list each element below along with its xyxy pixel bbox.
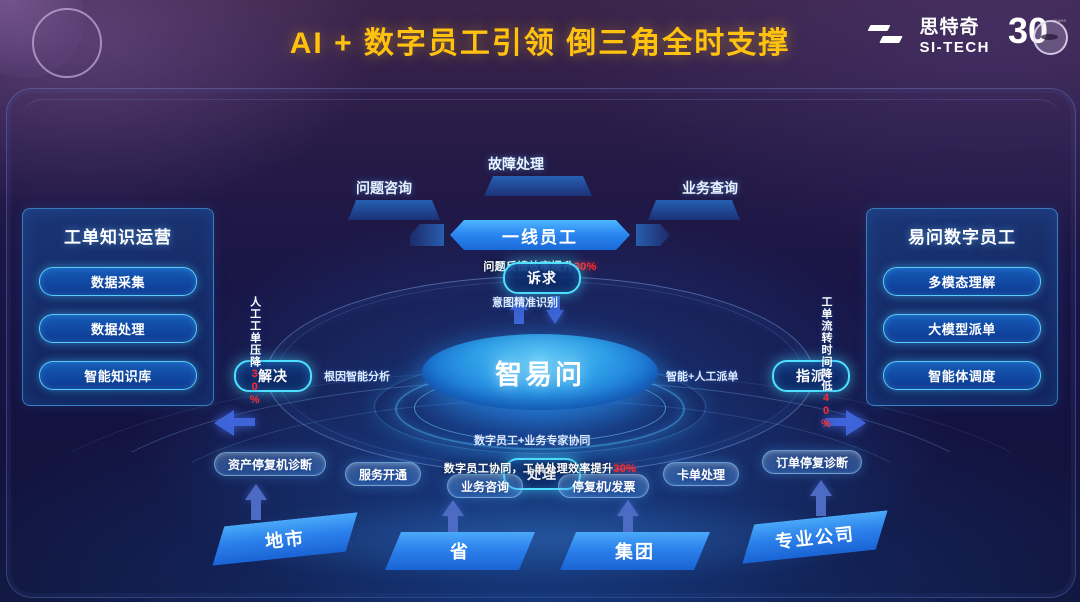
orbit-node-solve[interactable]: 解决 xyxy=(234,360,312,392)
brand-name-en: SI-TECH xyxy=(919,38,990,56)
panel-right-item-1[interactable]: 大模型派单 xyxy=(883,314,1041,343)
orbit-node-handle-sub: 数字员工+业务专家协同 xyxy=(474,435,591,447)
metric-ticket-flow-time: 工单流转时间降低40% xyxy=(819,296,832,431)
service-pill-3[interactable]: 停复机/发票 xyxy=(558,474,650,498)
panel-right-title: 易问数字员工 xyxy=(908,228,1016,247)
org-arrow-tail-3 xyxy=(816,496,826,516)
core-group: 智易问 xyxy=(374,320,706,454)
org-arrow-icon-0 xyxy=(245,484,267,500)
panel-left-item-0[interactable]: 数据采集 xyxy=(39,267,197,296)
metric-manual-ticket-reduction: 人工工单压降30% xyxy=(248,296,261,407)
metric-right-label: 工单流转时间降低 xyxy=(820,296,832,392)
frontline-tab-2[interactable] xyxy=(648,200,740,220)
frontline-tab-label-2: 业务查询 xyxy=(682,180,738,196)
panel-left-item-1[interactable]: 数据处理 xyxy=(39,314,197,343)
service-pill-1[interactable]: 服务开通 xyxy=(345,462,422,486)
orbit-node-solve-sub: 根因智能分析 xyxy=(324,371,390,383)
slide-header: AI + 数字员工引领 倒三角全时支撑 思特奇 SI-TECH 30 YEARS xyxy=(0,0,1080,84)
service-pill-5[interactable]: 订单停复诊断 xyxy=(762,450,863,474)
decorative-circle-outline xyxy=(32,8,102,78)
panel-right-item-2[interactable]: 智能体调度 xyxy=(883,361,1041,390)
metric-handling-efficiency: 数字员工协同，工单处理效率提升30% xyxy=(0,460,1080,476)
org-arrow-tail-2 xyxy=(623,516,633,536)
page-title: AI + 数字员工引领 倒三角全时支撑 xyxy=(289,27,791,60)
arrow-left-tail xyxy=(233,418,255,426)
frontline-tab-0[interactable] xyxy=(348,200,440,220)
org-arrow-icon-3 xyxy=(810,480,832,496)
orbit-node-assign-sub: 智能+人工派单 xyxy=(666,371,739,383)
metric-left-value: 30% xyxy=(248,368,261,407)
service-pill-4[interactable]: 卡单处理 xyxy=(663,462,740,486)
brand-lockup: 思特奇 SI-TECH 30 YEARS xyxy=(867,13,1068,58)
frontline-tab-label-0: 问题咨询 xyxy=(356,180,412,196)
anniversary-badge: 30 YEARS xyxy=(1008,13,1068,58)
arrow-right-tail xyxy=(825,418,847,426)
metric-right-value: 40% xyxy=(820,392,832,431)
arrow-left-icon xyxy=(214,410,234,436)
orbit-node-appeal[interactable]: 诉求 xyxy=(503,262,581,294)
brand-name-cn: 思特奇 xyxy=(919,16,980,38)
org-arrow-tail-1 xyxy=(448,516,458,536)
panel-right-item-0[interactable]: 多模态理解 xyxy=(883,267,1041,296)
org-banner-group[interactable]: 集团 xyxy=(560,532,710,570)
panel-right-items: 多模态理解 大模型派单 智能体调度 xyxy=(883,267,1041,390)
org-arrow-tail-0 xyxy=(251,500,261,520)
core-disc[interactable]: 智易问 xyxy=(422,334,658,410)
org-banner-province[interactable]: 省 xyxy=(385,532,535,570)
panel-left-items: 数据采集 数据处理 智能知识库 xyxy=(39,267,197,390)
frontline-wing-right xyxy=(636,224,670,246)
frontline-banner[interactable]: 一线员工 xyxy=(450,220,630,250)
org-arrow-icon-1 xyxy=(442,500,464,516)
service-pill-2[interactable]: 业务咨询 xyxy=(447,474,524,498)
frontline-wing-left xyxy=(410,224,444,246)
anniversary-ring-icon xyxy=(1033,20,1068,55)
panel-ticket-knowledge-ops: 工单知识运营 数据采集 数据处理 智能知识库 xyxy=(22,208,214,406)
frontline-tab-label-1: 故障处理 xyxy=(488,156,544,172)
brand-text: 思特奇 SI-TECH xyxy=(920,18,991,55)
anniversary-sub: YEARS xyxy=(1052,18,1066,23)
orbit-node-assign[interactable]: 指派 xyxy=(772,360,850,392)
service-pill-0[interactable]: 资产停复机诊断 xyxy=(214,452,327,476)
panel-left-item-2[interactable]: 智能知识库 xyxy=(39,361,197,390)
metric-left-label: 人工工单压降 xyxy=(248,296,261,368)
org-arrow-icon-2 xyxy=(617,500,639,516)
sitech-logo-icon xyxy=(867,16,908,56)
orbit-node-appeal-sub: 意图精准识别 xyxy=(492,297,558,309)
metric-handle-label: 数字员工协同，工单处理效率提升 xyxy=(443,463,614,475)
frontline-tab-1[interactable] xyxy=(484,176,592,196)
arrow-right-icon xyxy=(846,410,866,436)
panel-left-title: 工单知识运营 xyxy=(64,228,172,247)
core-label: 智易问 xyxy=(495,359,585,390)
panel-digital-employee: 易问数字员工 多模态理解 大模型派单 智能体调度 xyxy=(866,208,1058,406)
metric-handle-value: 30% xyxy=(613,463,637,475)
diagram-scene: 工单知识运营 数据采集 数据处理 智能知识库 易问数字员工 多模态理解 大模型派… xyxy=(0,80,1080,602)
